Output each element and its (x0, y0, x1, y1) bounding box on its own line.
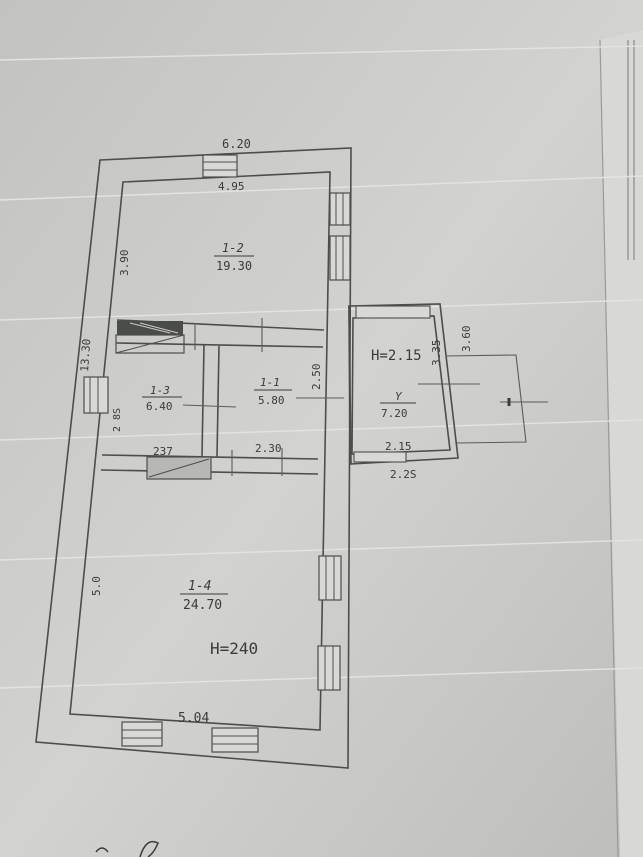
heater-block (146, 456, 212, 480)
room-1-4-label: 1-4 24.70 (180, 579, 228, 613)
room-1-3-area: 6.40 (146, 400, 173, 413)
room-1-1-area: 5.80 (258, 394, 285, 407)
porch-outline (418, 354, 548, 444)
room-1-2-label: 1-2 19.30 (214, 241, 254, 273)
window-left (83, 376, 109, 414)
dim-partition-1-1: 2.30 (255, 442, 282, 455)
window-annex-bottom (353, 451, 407, 463)
room-1-3-label: 1-3 6.40 (142, 384, 182, 413)
dim-annex-depth-inner: 2.15 (385, 440, 412, 453)
room-annex-area: 7.20 (381, 407, 408, 420)
room-1-4-number: 1-4 (188, 579, 211, 594)
dim-overall-length: 13.30 (78, 338, 93, 372)
room-annex-number: Y (395, 390, 403, 403)
window-annex-top (355, 305, 431, 319)
window-top (202, 154, 238, 178)
room-1-1-label: 1-1 5.80 (254, 376, 292, 407)
window-right-lower-2 (317, 645, 341, 691)
window-right-lower-1 (318, 555, 342, 601)
stove (115, 321, 185, 354)
room-1-3-number: 1-3 (150, 384, 170, 397)
dim-annex-depth-outer: 2.2S (390, 468, 417, 481)
annex-height: H=2.15 (371, 348, 422, 364)
window-right-upper-1 (329, 192, 351, 226)
door-marks (182, 318, 344, 476)
dim-partition-1-3: 237 (153, 445, 173, 458)
room-1-1-number: 1-1 (260, 376, 280, 389)
room-annex-label: Y 7.20 (380, 390, 416, 420)
window-right-upper-2 (329, 235, 351, 281)
dim-corridor-depth: 2.50 (310, 364, 323, 391)
window-bottom-1 (121, 721, 163, 747)
dim-room-1-3-depth: 2 8S (112, 408, 123, 432)
main-height: H=240 (210, 639, 258, 658)
dim-annex-width-top: 3.35 (430, 340, 443, 367)
dim-annex-width-outer: 3.60 (460, 326, 473, 353)
room-1-4-area: 24.70 (183, 598, 222, 613)
exterior-walls (35, 147, 352, 769)
right-page-edge (599, 30, 643, 857)
dim-room-1-4-width: 5.04 (178, 711, 209, 726)
dim-room-1-4-depth: 5.0 (90, 576, 103, 596)
dim-overall-width: 6.20 (222, 137, 251, 151)
window-bottom-2 (211, 727, 259, 753)
room-1-2-area: 19.30 (216, 259, 252, 273)
dim-room-1-2-depth: 3.90 (118, 250, 131, 277)
room-1-2-number: 1-2 (222, 241, 244, 255)
dim-room-1-2-width: 4.95 (218, 180, 245, 193)
bottom-scribble (95, 840, 159, 857)
